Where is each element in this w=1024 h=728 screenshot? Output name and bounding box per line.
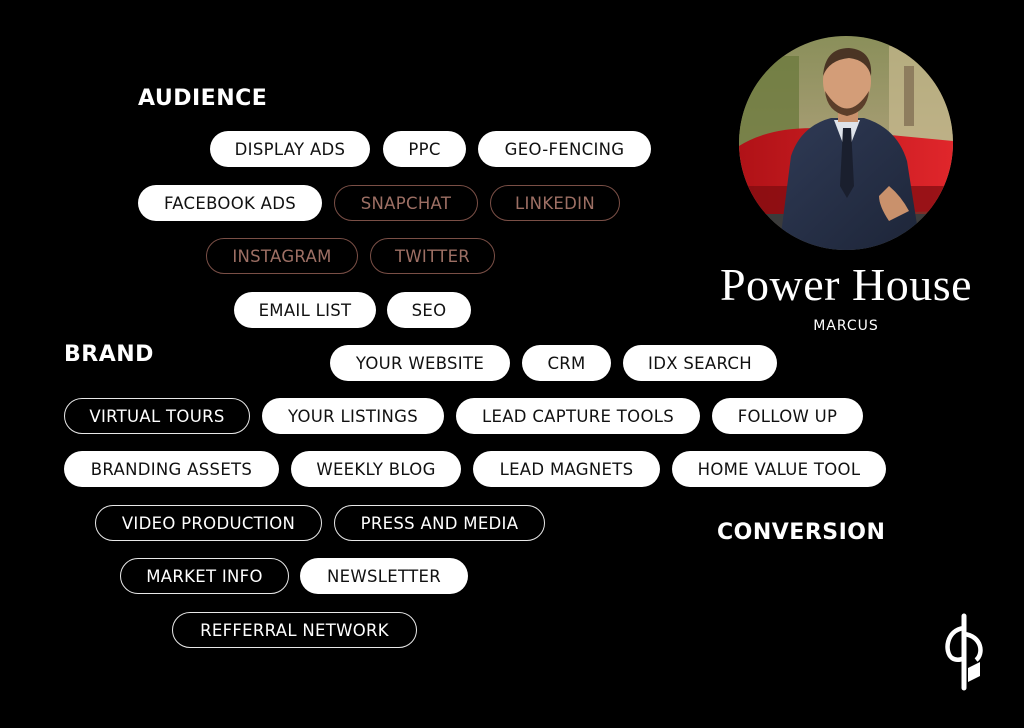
- pill-display-ads: DISPLAY ADS: [210, 131, 370, 167]
- pill-weekly-blog: WEEKLY BLOG: [291, 451, 461, 487]
- pill-your-website: YOUR WEBSITE: [330, 345, 510, 381]
- pill-refferral-network: REFFERRAL NETWORK: [172, 612, 417, 648]
- pill-virtual-tours: VIRTUAL TOURS: [64, 398, 250, 434]
- pill-instagram: INSTAGRAM: [206, 238, 358, 274]
- pill-facebook-ads: FACEBOOK ADS: [138, 185, 322, 221]
- pill-branding-assets: BRANDING ASSETS: [64, 451, 279, 487]
- pill-home-value-tool: HOME VALUE TOOL: [672, 451, 886, 487]
- pill-your-listings: YOUR LISTINGS: [262, 398, 444, 434]
- pill-geo-fencing: GEO-FENCING: [478, 131, 651, 167]
- pill-lead-capture-tools: LEAD CAPTURE TOOLS: [456, 398, 700, 434]
- pill-ppc: PPC: [383, 131, 466, 167]
- pill-follow-up: FOLLOW UP: [712, 398, 863, 434]
- section-title-conversion: CONVERSION: [717, 520, 886, 545]
- brand-logo-icon: [945, 613, 983, 691]
- section-title-audience: AUDIENCE: [138, 86, 268, 111]
- brand-title: Power House: [719, 259, 973, 310]
- pill-press-and-media: PRESS AND MEDIA: [334, 505, 545, 541]
- pill-newsletter: NEWSLETTER: [300, 558, 468, 594]
- pill-linkedin: LINKEDIN: [490, 185, 620, 221]
- pill-twitter: TWITTER: [370, 238, 495, 274]
- pill-idx-search: IDX SEARCH: [623, 345, 777, 381]
- pill-snapchat: SNAPCHAT: [334, 185, 478, 221]
- section-title-brand: BRAND: [64, 342, 154, 367]
- brand-subtitle: MARCUS: [813, 318, 879, 334]
- pill-seo: SEO: [387, 292, 471, 328]
- pill-crm: CRM: [522, 345, 611, 381]
- pill-lead-magnets: LEAD MAGNETS: [473, 451, 660, 487]
- pill-video-production: VIDEO PRODUCTION: [95, 505, 322, 541]
- profile-photo: [739, 36, 953, 250]
- pill-email-list: EMAIL LIST: [234, 292, 376, 328]
- pill-market-info: MARKET INFO: [120, 558, 289, 594]
